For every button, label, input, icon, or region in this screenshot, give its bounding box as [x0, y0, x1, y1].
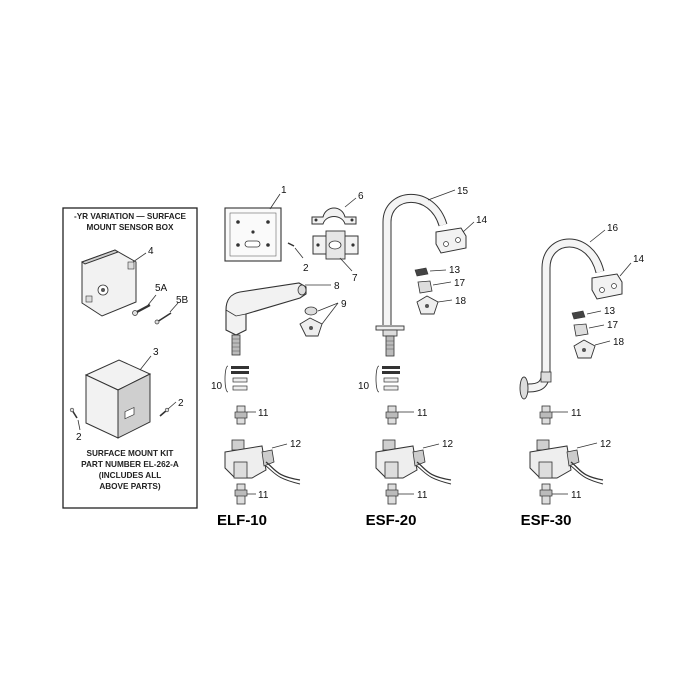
- elf10-callout-10: 10: [211, 381, 223, 392]
- kit-box-border: [62, 207, 198, 509]
- surface-mount-kit-box: -YR VARIATION — SURFACE MOUNT SENSOR BOX…: [62, 207, 198, 509]
- esf-20-assembly: 15 14 13 17 18: [358, 186, 488, 529]
- elf10-callout-2: 2: [303, 263, 309, 274]
- esf30-part-13-insert: [571, 310, 586, 320]
- esf30-part-17-aerator: [573, 323, 589, 337]
- esf30-part-14-head: [591, 273, 623, 300]
- part-5a-screw: [132, 304, 151, 316]
- esf20-part-18-gasket: [416, 295, 439, 315]
- esf20-part-17-aerator: [417, 280, 433, 294]
- esf30-callout-14: 14: [633, 254, 645, 265]
- part-3-sensor-box: [84, 359, 152, 439]
- elf10-model-label: ELF-10: [217, 512, 267, 529]
- elf10-part-12-solenoid-valve: [224, 439, 301, 485]
- elf10-part-2-screw: [287, 242, 295, 247]
- elf10-callout-9: 9: [341, 299, 347, 310]
- part-8-spout: [225, 282, 307, 356]
- part-2-screw-left: [69, 407, 78, 419]
- callout-2-right: 2: [178, 398, 184, 409]
- callout-3: 3: [153, 347, 159, 358]
- esf30-part-12-solenoid-valve: [529, 439, 604, 485]
- kit-footer-line-1: SURFACE MOUNT KIT: [87, 449, 174, 458]
- esf20-callout-13: 13: [449, 265, 461, 276]
- kit-footer-line-4: ABOVE PARTS): [99, 482, 161, 491]
- elf10-callout-6: 6: [358, 191, 364, 202]
- esf20-callout-11-upper: 11: [417, 408, 428, 419]
- esf20-callout-14: 14: [476, 215, 488, 226]
- callout-5b: 5B: [176, 295, 189, 306]
- elf10-part-11-fitting-upper: [234, 405, 248, 425]
- elf10-callout-11-upper: 11: [258, 408, 269, 419]
- esf30-callout-11-lower: 11: [571, 490, 582, 501]
- kit-title-line-2: MOUNT SENSOR BOX: [87, 223, 174, 232]
- esf20-part-14-head: [435, 227, 467, 254]
- esf20-part-11-fitting-lower: [385, 483, 399, 505]
- esf20-part-12-solenoid-valve: [375, 439, 452, 485]
- esf20-callout-18: 18: [455, 296, 467, 307]
- callout-4: 4: [148, 246, 154, 257]
- esf30-part-18-gasket: [573, 339, 596, 359]
- esf20-part-11-fitting-upper: [385, 405, 399, 425]
- elf10-callout-8: 8: [334, 281, 340, 292]
- esf20-part-13-insert: [414, 267, 429, 277]
- esf-30-assembly: 16 14 13 17 18: [519, 223, 645, 529]
- elf10-part-9-aerator: [299, 306, 323, 337]
- esf20-callout-15: 15: [457, 186, 469, 197]
- esf30-callout-13: 13: [604, 306, 616, 317]
- esf30-part-16-gooseneck: [519, 238, 605, 400]
- esf20-callout-10: 10: [358, 381, 370, 392]
- part-7-mounting-plate: [312, 230, 359, 260]
- elf-10-assembly: 1 2 6 7: [211, 185, 364, 529]
- esf20-callout-12: 12: [442, 439, 454, 450]
- esf30-callout-17: 17: [607, 320, 619, 331]
- esf20-callout-11-lower: 11: [417, 490, 428, 501]
- kit-title-line-1: -YR VARIATION — SURFACE: [74, 212, 187, 221]
- esf30-callout-18: 18: [613, 337, 625, 348]
- elf10-part-10-washers: [224, 365, 249, 393]
- esf30-callout-11-upper: 11: [571, 408, 582, 419]
- part-4-mounting-plate: [80, 249, 137, 317]
- esf20-model-label: ESF-20: [366, 512, 417, 529]
- esf30-model-label: ESF-30: [521, 512, 572, 529]
- esf20-part-10-washers: [375, 365, 400, 393]
- callout-5a: 5A: [155, 283, 168, 294]
- esf20-callout-17: 17: [454, 278, 466, 289]
- part-2-screw-right: [159, 407, 170, 417]
- esf30-part-11-fitting-lower: [539, 483, 553, 505]
- elf10-callout-1: 1: [281, 185, 287, 196]
- kit-footer-line-3: (INCLUDES ALL: [99, 471, 161, 480]
- part-1-cover-plate: [224, 207, 282, 262]
- esf30-callout-16: 16: [607, 223, 619, 234]
- elf10-callout-7: 7: [352, 273, 358, 284]
- kit-footer-line-2: PART NUMBER EL-262-A: [81, 460, 179, 469]
- esf30-callout-12: 12: [600, 439, 612, 450]
- part-6-bracket: [311, 207, 357, 225]
- esf20-part-15-gooseneck: [375, 194, 448, 357]
- part-5b-screw: [154, 312, 172, 325]
- esf30-part-11-fitting-upper: [539, 405, 553, 425]
- elf10-callout-11-lower: 11: [258, 490, 269, 501]
- callout-2-left: 2: [76, 432, 82, 443]
- elf10-part-11-fitting-lower: [234, 483, 248, 505]
- elf10-callout-12: 12: [290, 439, 302, 450]
